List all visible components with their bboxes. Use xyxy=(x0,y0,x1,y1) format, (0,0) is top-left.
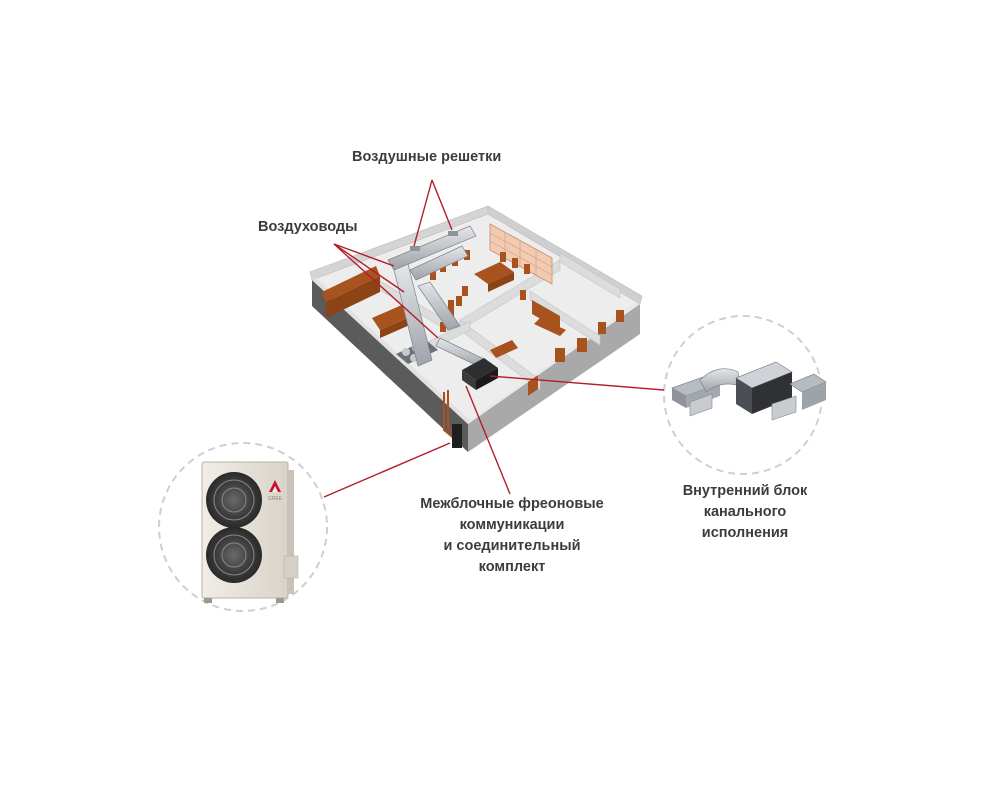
leader-outdoor-unit xyxy=(323,442,451,498)
label-indoor-unit-line-1: Внутренний блок xyxy=(682,483,808,499)
label-duct-indoor-unit: Внутренний блок канального исполнения xyxy=(670,481,820,544)
indoor-unit-in-building xyxy=(462,358,498,390)
label-indoor-unit-line-2: канального xyxy=(703,504,787,520)
outdoor-unit-image: GREE xyxy=(201,461,299,603)
label-indoor-unit-line-3: исполнения xyxy=(701,525,789,541)
leader-indoor-unit xyxy=(489,375,665,391)
leader-grilles-2 xyxy=(431,179,453,231)
label-piping-line-3: и соединительный xyxy=(443,538,581,554)
label-piping-line-4: комплект xyxy=(478,559,546,575)
air-grilles xyxy=(410,231,458,251)
label-ducts-text: Воздуховоды xyxy=(258,219,358,235)
building-cutaway xyxy=(309,205,643,452)
label-air-grilles: Воздушные решетки xyxy=(352,147,501,168)
leader-ducts-2 xyxy=(333,243,405,293)
leader-ducts-3 xyxy=(333,243,439,339)
label-ducts: Воздуховоды xyxy=(258,217,358,238)
leader-ducts-1 xyxy=(333,243,395,267)
leader-grilles-1 xyxy=(413,179,433,247)
label-piping-line-1: Межблочные фреоновые xyxy=(420,496,604,512)
label-refrigerant-piping: Межблочные фреоновые коммуникации и соед… xyxy=(412,494,612,578)
duct-indoor-unit-image xyxy=(671,361,827,421)
brand-name: GREE xyxy=(268,496,283,502)
leader-lines xyxy=(323,179,665,498)
brand-logo: GREE xyxy=(268,480,283,502)
label-air-grilles-text: Воздушные решетки xyxy=(352,149,502,165)
wall-connection-box xyxy=(452,424,462,448)
front-left-wall xyxy=(312,280,468,452)
label-piping-line-2: коммуникации xyxy=(459,517,565,533)
leader-piping xyxy=(465,385,511,495)
